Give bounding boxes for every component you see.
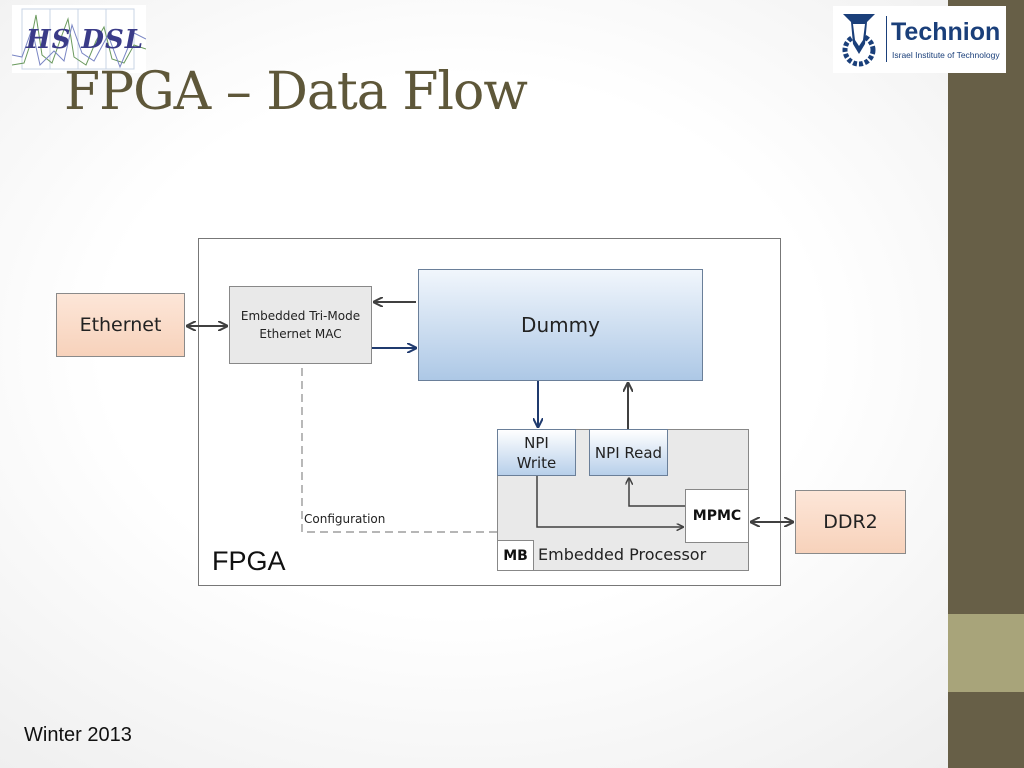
mac-label-line2: Ethernet MAC (259, 327, 342, 341)
slide-title: FPGA – Data Flow (64, 62, 528, 122)
mpmc-block: MPMC (685, 489, 749, 543)
mpmc-label: MPMC (692, 508, 742, 524)
technion-divider (886, 16, 887, 62)
footer-date: Winter 2013 (24, 724, 132, 746)
side-accent-block (948, 614, 1024, 692)
mb-label: MB (503, 547, 528, 564)
npi-read-label: NPI Read (594, 443, 663, 462)
ethernet-mac-block: Embedded Tri-Mode Ethernet MAC (229, 286, 372, 364)
fpga-label: FPGA (212, 546, 286, 576)
ddr2-block: DDR2 (795, 490, 906, 554)
dummy-block: Dummy (418, 269, 703, 381)
technion-name: Technion (891, 18, 1001, 46)
configuration-line (301, 368, 497, 533)
embedded-processor-label: Embedded Processor (538, 545, 707, 564)
technion-emblem-icon (842, 14, 876, 67)
waveform-graphic (12, 8, 146, 70)
technion-logo: Technion Israel Institute of Technology (833, 6, 1006, 73)
npi-write-label-line1: NPI (524, 433, 549, 452)
hs-dsl-logo: HS DSL (12, 5, 146, 73)
mpmc-to-npi-read-arrow (629, 478, 685, 507)
technion-subtitle: Israel Institute of Technology (892, 50, 1000, 60)
npi-write-to-mpmc-arrow (536, 476, 683, 527)
hs-dsl-logo-text: HS DSL (26, 25, 144, 55)
ethernet-block: Ethernet (56, 293, 185, 357)
ddr2-label: DDR2 (823, 511, 878, 533)
npi-write-block: NPI Write (497, 429, 576, 476)
npi-read-block: NPI Read (589, 429, 668, 476)
mb-block: MB (497, 540, 534, 571)
configuration-label: Configuration (304, 512, 386, 526)
dummy-label: Dummy (521, 313, 600, 337)
mac-label-line1: Embedded Tri-Mode (240, 309, 361, 323)
npi-write-label-line2: Write (516, 453, 557, 472)
ethernet-label: Ethernet (79, 314, 162, 336)
